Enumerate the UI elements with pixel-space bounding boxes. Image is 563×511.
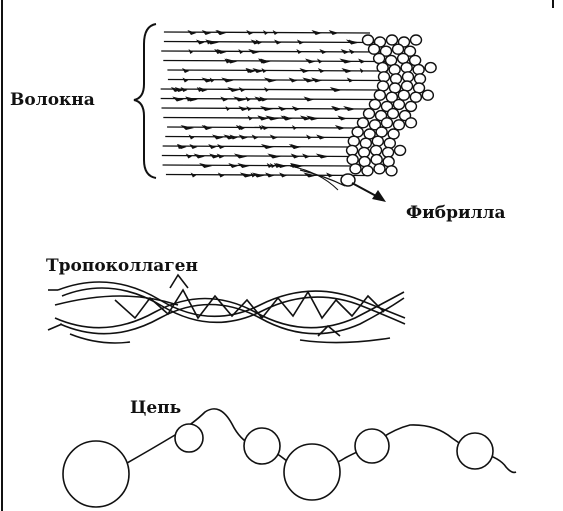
chain-beads — [63, 409, 516, 507]
fibers-brace — [134, 24, 156, 178]
fiber-end-circles — [347, 35, 437, 176]
fibers-label: Волокна — [10, 90, 95, 110]
tropocollagen-helix — [48, 275, 405, 343]
tropocollagen-label: Тропоколлаген — [46, 256, 198, 276]
fibril-label: Фибрилла — [406, 203, 506, 223]
chain-label: Цепь — [130, 398, 181, 418]
